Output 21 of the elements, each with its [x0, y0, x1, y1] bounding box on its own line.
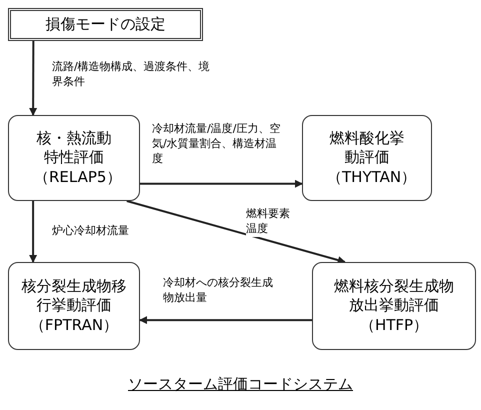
node-text: 核・熱流動特性評価 — [36, 128, 112, 168]
edge-label: 冷却材への核分裂生成物放出量 — [163, 276, 273, 306]
process-box — [8, 262, 140, 350]
process-box — [312, 262, 476, 350]
node-text: （THYTAN） — [327, 168, 407, 188]
node-text: 燃料酸化挙動評価 — [328, 128, 406, 168]
node-text: 損傷モードの設定 — [44, 14, 166, 34]
caption: ソースターム評価コードシステム — [128, 375, 353, 393]
node-text: （RELAP5） — [34, 168, 114, 188]
arrow — [140, 180, 303, 188]
process-box — [8, 115, 140, 201]
heading-box — [8, 8, 203, 41]
arrow — [139, 316, 312, 324]
arrow — [126, 200, 346, 264]
process-box — [302, 115, 432, 201]
node-text: 核分裂生成物移行挙動評価 — [20, 276, 128, 316]
node-text: 燃料核分裂生成物放出挙動評価 — [333, 276, 455, 316]
arrow — [29, 201, 38, 263]
node-text: （HTFP） — [360, 316, 428, 336]
arrow — [29, 41, 38, 116]
node-text: （FPTRAN） — [30, 316, 118, 336]
